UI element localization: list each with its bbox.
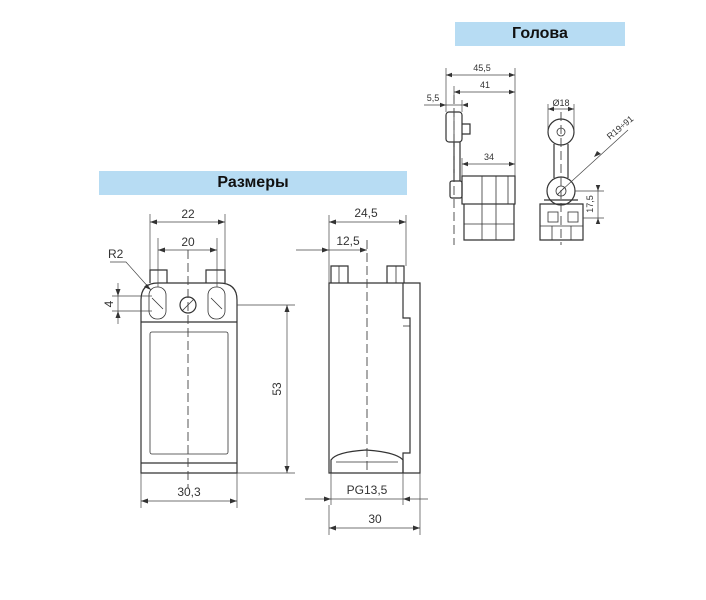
dimensions-banner: Размеры: [99, 171, 407, 195]
dim-slot-height: 4: [102, 300, 116, 307]
dim-radius: R2: [108, 247, 124, 261]
dim-thread: PG13,5: [347, 483, 388, 497]
dim-head-body-depth: 34: [484, 152, 494, 162]
dim-slot-spacing: 20: [181, 235, 195, 249]
dim-width-top: 22: [181, 207, 195, 221]
head-banner: Голова: [455, 22, 625, 46]
dim-axis-height: 17,5: [585, 195, 595, 213]
side-view: 24,5 12,5 PG13,5 30: [296, 206, 428, 535]
dim-head-to-axis: 41: [480, 80, 490, 90]
dim-body-height: 53: [270, 382, 284, 396]
head-front-view: Ø18 R19÷91 17,5: [539, 98, 635, 245]
dim-depth-bottom: 30: [368, 512, 382, 526]
dim-center-offset: 12,5: [336, 234, 360, 248]
dim-roller-diameter: Ø18: [552, 98, 569, 108]
dim-head-total: 45,5: [473, 63, 491, 73]
dim-lever-offset: 5,5: [427, 93, 440, 103]
dim-body-width: 30,3: [177, 485, 201, 499]
head-side-view: 45,5 41 5,5 34: [424, 63, 516, 245]
dim-depth-top: 24,5: [354, 206, 378, 220]
front-view: 22 20 R2 4 53 30,3: [102, 207, 295, 508]
